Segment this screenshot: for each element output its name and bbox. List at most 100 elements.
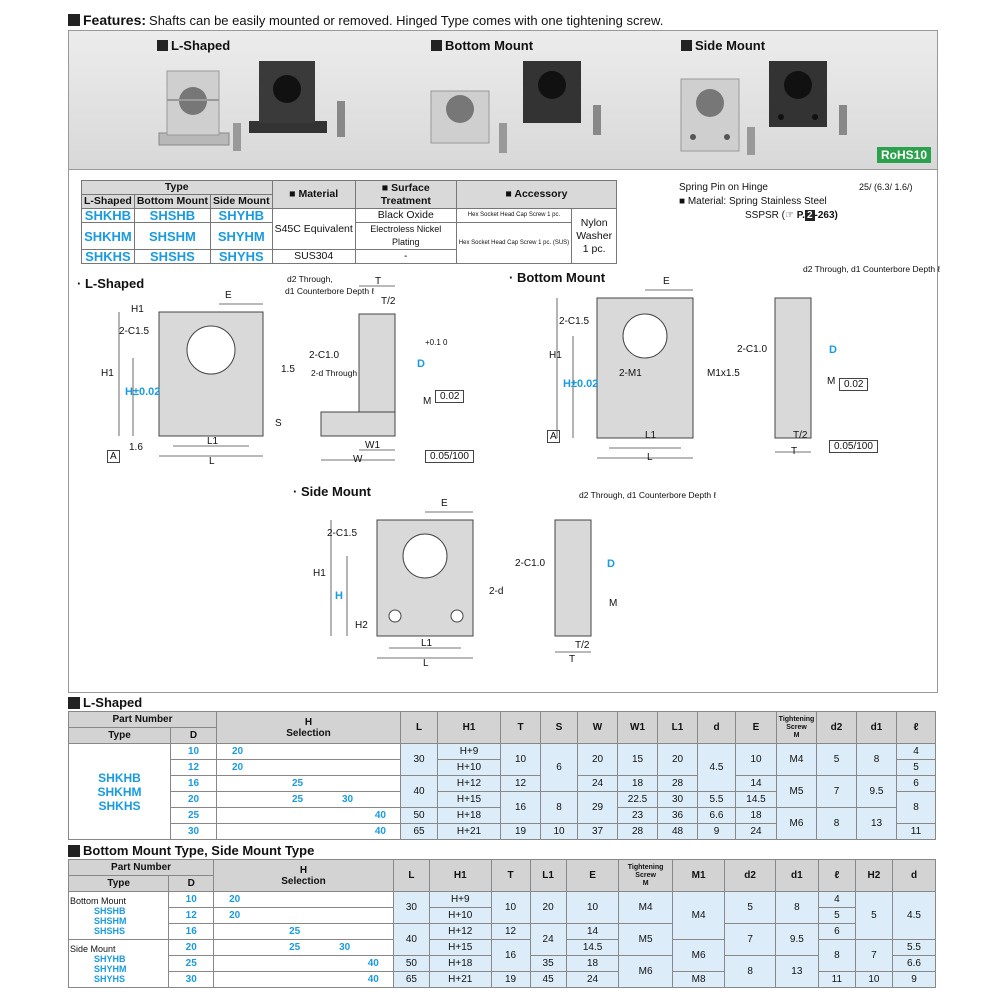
text-bottom-types_bottom-2: SHSHS bbox=[94, 925, 126, 936]
text-type_table-material_header: Material bbox=[298, 188, 339, 200]
text-bottom-rows-4-d1: 13 bbox=[774, 955, 819, 988]
text-lshaped-rows-4-E: 18 bbox=[735, 807, 777, 824]
text-bottom-types_bottom-0: SHSHB bbox=[94, 905, 126, 916]
text-drawings-labels-flat: 0.02 bbox=[435, 390, 465, 403]
text-lshaped-headers-12: d bbox=[697, 711, 736, 744]
text-drawings-labels-H: H±0.02 bbox=[125, 386, 161, 398]
text-lshaped-rows-2-H1: H+12 bbox=[437, 775, 501, 792]
product-photo-panel: L-Shaped Bottom Mount Side Mount bbox=[68, 30, 938, 170]
text-drawings-labels-L1: L1 bbox=[207, 436, 219, 447]
text-bottom-rows-2-d1: 9.5 bbox=[774, 923, 819, 956]
text-lshaped-rows-1-sel-0: 20 bbox=[232, 762, 244, 773]
text-lshaped-rows-0-sel-0: 20 bbox=[232, 746, 244, 757]
text-drawings-labels-perp: 0.05/100 bbox=[829, 440, 878, 453]
text-lshaped-headers-4: Selection bbox=[286, 727, 331, 739]
spring-pin-line3: SSPSR (☞ P.2-263) bbox=[745, 210, 838, 221]
text-bottom-headers-0: Part Number bbox=[67, 859, 215, 876]
text-spring_pin-line3: SSPSR ( bbox=[745, 210, 786, 221]
text-bottom-rows-0-L: 30 bbox=[392, 891, 430, 924]
text-lshaped-rows-0-L: 30 bbox=[400, 743, 438, 776]
surface-finish-symbols: 25/ (6.3/ 1.6/) bbox=[859, 182, 913, 192]
text-drawings-labels-A: A bbox=[107, 450, 120, 463]
text-lshaped-rows-2-L1: 28 bbox=[657, 775, 698, 792]
text-bottom-rows-3-d: 5.5 bbox=[891, 939, 937, 956]
text-bottom-rows-0-l: 4 bbox=[817, 891, 856, 908]
text-lshaped-rows-4-L: 50 bbox=[400, 807, 438, 824]
text-drawings-labels-M: M bbox=[609, 598, 618, 609]
text-lshaped-rows-5-H1: H+21 bbox=[437, 823, 501, 840]
text-lshaped-headers-1: Type bbox=[68, 727, 171, 744]
text-bottom-rows-0-d2: 5 bbox=[724, 891, 776, 924]
text-bottom-headers-13: d2 bbox=[724, 859, 776, 892]
square-bullet-icon bbox=[431, 40, 442, 51]
text-lshaped-rows-5-sel-2: 40 bbox=[216, 823, 401, 840]
text-bottom-headers-16: H2 bbox=[854, 859, 893, 892]
text-lshaped-rows-3-L1: 30 bbox=[657, 791, 698, 808]
text-lshaped-rows-4-M: M6 bbox=[776, 807, 817, 840]
text-lshaped-rows-0-d: 4.5 bbox=[697, 743, 736, 792]
text-bottom-headers-14: d1 bbox=[774, 859, 819, 892]
text-spring_pin-line2: Material: Spring Stainless Steel bbox=[687, 196, 827, 207]
surface-header: ■ Surface Treatment bbox=[354, 180, 457, 209]
col-l-shaped: L-Shaped bbox=[81, 194, 135, 209]
square-bullet-icon bbox=[68, 14, 80, 26]
text-lshaped-headers-14: Tightening Screw bbox=[778, 715, 815, 731]
accessory-value: Hex Socket Head Cap Screw 1 pc. (SUS) bbox=[455, 222, 573, 264]
text-spring_pin-line3c: 2 bbox=[804, 210, 815, 221]
text-bottom-rows-1-sel-0: 20 bbox=[229, 910, 241, 921]
text-spring_pin-line3b: P. bbox=[796, 210, 805, 221]
text-lshaped-rows-2-W: 24 bbox=[577, 775, 618, 792]
text-bottom-rows-0-sel-0: 20 bbox=[229, 894, 241, 905]
text-drawings-labels-T2: T/2 bbox=[793, 430, 808, 441]
text-drawings-labels-E: E bbox=[663, 276, 670, 287]
text-drawings-labels-s15: 1.5 bbox=[281, 364, 295, 375]
material-header: ■ Material bbox=[271, 180, 356, 209]
table-cell: 20 bbox=[213, 891, 394, 908]
side-drawing-title: · Side Mount bbox=[293, 484, 371, 499]
text-bottom-rows-5-T: 19 bbox=[490, 971, 531, 988]
text-drawings-labels-m1: 2-M1 bbox=[619, 368, 642, 379]
text-lshaped-headers-5: L bbox=[400, 711, 438, 744]
text-bottom-rows-2-M: M5 bbox=[618, 923, 673, 956]
text-drawings-labels-T: T bbox=[569, 654, 576, 665]
spring-pin-line2: ■ Material: Spring Stainless Steel bbox=[679, 195, 838, 209]
l-shaped-silver-image bbox=[158, 70, 230, 146]
text-bottom-rows-5-sel-2: 40 bbox=[213, 971, 394, 988]
col-side: Side Mount bbox=[210, 194, 273, 209]
text-drawings-labels-perp: 0.05/100 bbox=[425, 450, 474, 463]
text-bottom-rows-3-M1: M6 bbox=[671, 939, 726, 972]
type-code: SHKHS bbox=[81, 249, 135, 264]
text-drawings-labels-T2: T/2 bbox=[575, 640, 590, 651]
text-type_table-surface_header: Surface Treatment bbox=[380, 181, 431, 207]
text-drawings-labels-Hs: H bbox=[335, 590, 343, 602]
features-heading: Features: Shafts can be easily mounted o… bbox=[68, 12, 663, 28]
text-bottom-rows-3-D: 20 bbox=[168, 939, 215, 956]
photo-caption-l-shaped: L-Shaped bbox=[157, 38, 230, 53]
bottom-silver-image bbox=[430, 90, 507, 153]
text-bottom-rows-0-M1: M4 bbox=[671, 891, 726, 940]
text-bottom-type_side_label: Side Mount bbox=[70, 943, 116, 954]
text-lshaped-headers-2: D bbox=[170, 727, 217, 744]
text-lshaped-title: L-Shaped bbox=[83, 695, 143, 710]
text-bottom-rows-5-H2: 10 bbox=[854, 971, 893, 988]
text-lshaped-rows-2-M: M5 bbox=[776, 775, 817, 808]
text-lshaped-rows-4-d1: 13 bbox=[856, 807, 897, 840]
type-table: Type ■ Material ■ Surface Treatment ■ Ac… bbox=[81, 180, 618, 264]
text-drawings-labels-d2full: d2 Through, d1 Counterbore Depth ℓ bbox=[803, 264, 941, 274]
bottom-table-title: Bottom Mount Type, Side Mount Type bbox=[68, 843, 314, 858]
text-bottom-rows-1-l: 5 bbox=[817, 907, 856, 924]
text-bottom-types_side-2: SHYHS bbox=[94, 973, 126, 984]
text-bottom-rows-2-d2: 7 bbox=[724, 923, 776, 956]
type-code: SHSHS bbox=[133, 249, 212, 264]
text-bottom-rows-4-D: 25 bbox=[168, 955, 215, 972]
text-lshaped-rows-0-d1: 8 bbox=[856, 743, 897, 776]
text-drawings-labels-E: E bbox=[441, 498, 448, 509]
text-bottom-rows-4-E: 18 bbox=[565, 955, 620, 972]
text-lshaped-rows-5-L1: 48 bbox=[657, 823, 698, 840]
text-bottom-rows-0-H1: H+9 bbox=[428, 891, 492, 908]
text-drawings-labels-d2: d2 Through, bbox=[287, 274, 333, 284]
text-drawings-labels-D: D bbox=[417, 358, 425, 370]
